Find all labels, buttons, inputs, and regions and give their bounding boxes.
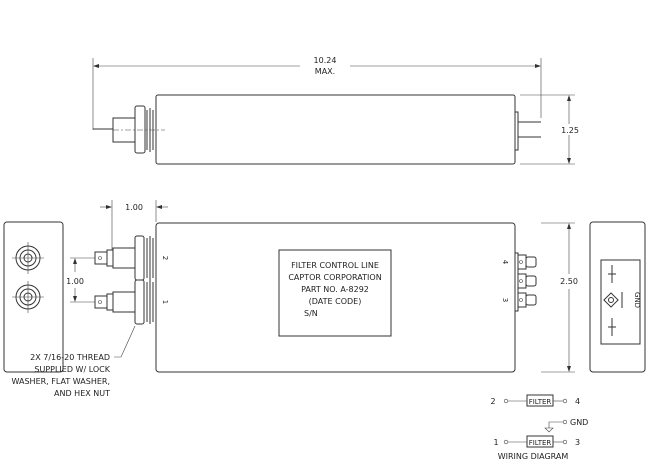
connector-end-icon	[12, 281, 44, 313]
wiring-in-label: 2	[490, 397, 495, 406]
spacing-dimension-vertical: 1.00	[66, 277, 84, 286]
label-line: (DATE CODE)	[309, 297, 362, 306]
top-view: 10.24 MAX. 1.25	[92, 56, 582, 165]
hex-nut	[134, 105, 146, 154]
terminal-block	[600, 259, 641, 345]
terminal-end-icon	[608, 265, 616, 283]
wiring-in-label: 1	[493, 438, 498, 447]
label-plate	[278, 249, 392, 337]
spacing-dimension-horizontal: 1.00	[125, 203, 143, 212]
length-note: MAX.	[315, 67, 335, 76]
filter-box-label: FILTER	[529, 439, 552, 447]
ground-wire	[548, 421, 563, 428]
label-line: S/N	[304, 309, 318, 318]
label-line: FILTER CONTROL LINE	[291, 261, 379, 270]
wiring-out-label: 4	[575, 397, 580, 406]
thread-note-line: 2X 7/16-20 THREAD	[30, 353, 110, 362]
filter-box	[526, 394, 554, 407]
label-line: CAPTOR CORPORATION	[288, 273, 381, 282]
filter-body-top	[155, 94, 516, 165]
pin-label: 1	[161, 300, 169, 304]
ground-symbol-icon	[544, 427, 554, 433]
thread-note-line: WASHER, FLAT WASHER,	[12, 377, 110, 386]
terminal-label: 3	[501, 298, 509, 302]
connector-1	[94, 279, 154, 325]
filter-box-label: FILTER	[529, 398, 552, 406]
wiring-diagram-title: WIRING DIAGRAM	[498, 452, 569, 461]
thread-note-line: SUPPLIED W/ LOCK	[34, 365, 110, 374]
terminal-4	[517, 254, 537, 270]
thread-note-line: AND HEX NUT	[54, 389, 110, 398]
length-dimension: 10.24	[314, 56, 337, 65]
connector-2	[94, 235, 154, 281]
terminal-end-icon	[608, 318, 616, 336]
ground-stud-icon	[603, 292, 623, 308]
height-dimension: 1.25	[561, 126, 579, 135]
filter-box	[526, 435, 554, 448]
wiring-out-label: 3	[575, 438, 580, 447]
leader-line	[114, 325, 136, 358]
label-line: PART NO. A-8292	[301, 285, 369, 294]
terminal-3	[517, 292, 537, 308]
front-view: 1.00 1.00 2 1 FILTER CONTROL LINE CA	[3, 200, 646, 398]
terminal-gnd	[517, 273, 537, 289]
wiring-gnd-label: GND	[570, 418, 588, 427]
connector-end-icon	[12, 242, 44, 274]
wiring-diagram: 2 FILTER 4 GND 1 FILTER 3 WIRING DIAGRAM	[490, 394, 588, 461]
gnd-label: GND	[633, 292, 641, 308]
pin-label: 2	[161, 256, 169, 260]
terminal-label: 4	[501, 260, 509, 265]
height-dimension-front: 2.50	[560, 277, 578, 286]
